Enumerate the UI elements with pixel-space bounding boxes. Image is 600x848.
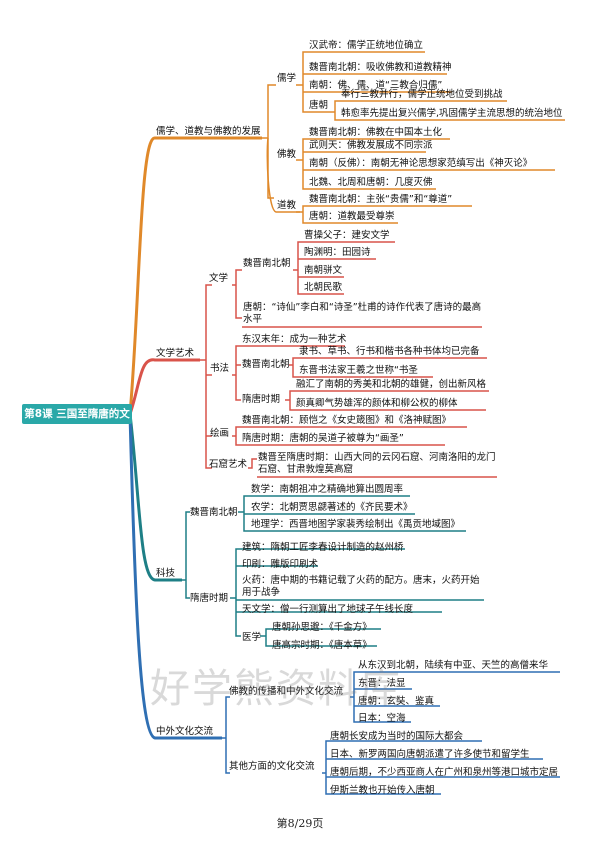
b3-yixue: 医学 (242, 632, 262, 643)
b4-other: 其他方面的文化交流 (229, 761, 315, 772)
b2-shufa-item: 东晋书法家王羲之世称“书圣 (299, 365, 418, 376)
b1-title: 儒学、道教与佛教的发展 (156, 126, 261, 137)
b1-ruxue-tang: 唐朝 (309, 100, 329, 111)
root-node: 第8课 三国至隋唐的文化 (22, 404, 132, 440)
page-footer: 第8/29页 (276, 817, 324, 830)
b3-wjnbc-item: 农学：北朝贾思勰著述的《齐民要术》 (251, 502, 413, 513)
b4-other-item: 伊斯兰教也开始传入唐朝 (330, 785, 435, 796)
b1-fojiao-item: 魏晋南北朝：佛教在中国本土化 (309, 127, 443, 138)
b2-wenxue-item: 北朝民歌 (304, 282, 343, 293)
b1-ruxue-item: 汉武帝：儒学正统地位确立 (309, 40, 424, 51)
b3-title: 科技 (156, 568, 176, 579)
b3-wjnbc-item: 地理学：西晋地图学家裴秀绘制出《禹贡地域图》 (251, 519, 461, 530)
b4-fojiao: 佛教的传播和中外文化交流 (229, 686, 344, 697)
b2-shiku: 石窟艺术 (209, 459, 248, 470)
link-root-b3 (128, 413, 182, 582)
b4-title: 中外文化交流 (156, 726, 214, 737)
b3-yixue-item: 唐朝孙思邈：《千金方》 (272, 622, 372, 633)
b4-fojiao-item: 从东汉到北朝，陆续有中亚、天竺的高僧来华 (358, 660, 549, 671)
link-root-b1 (128, 136, 262, 415)
b4-fojiao-item: 日本：空海 (358, 713, 406, 724)
b2-shufa-item: 隶书、草书、行书和楷书各种书体均已完备 (299, 346, 480, 357)
b2-wenxue: 文学 (209, 273, 229, 284)
b4-other-item: 唐朝长安成为当时的国际大都会 (330, 731, 464, 742)
b4-other-item: 日本、新罗两国向唐朝派遣了许多使节和留学生 (330, 749, 530, 760)
b4-other-item: 唐朝后期，不少西亚商人在广州和泉州等港口城市定居 (330, 767, 559, 778)
b1-ruxue: 儒学 (277, 73, 297, 84)
b1-daojiao-item: 魏晋南北朝：主张“贵儒”和“尊道” (309, 194, 453, 205)
link-root-b2 (128, 358, 200, 415)
b1-tang-item: 韩愈率先提出复兴儒学,巩固儒学主流思想的统治地位 (341, 108, 563, 119)
b2-shufa-item: 融汇了南朝的秀美和北朝的雄健，创出新风格 (296, 379, 487, 390)
b2-title: 文学艺术 (156, 348, 195, 359)
b2-huihua-item: 隋唐时期：唐朝的吴道子被尊为“画圣” (242, 433, 404, 444)
b1-ruxue-item: 南朝：佛、儒、道“三教合归儒” (309, 80, 443, 91)
link-root-b4 (128, 413, 222, 740)
b2-huihua-item: 魏晋南北朝：顾恺之《女史箴图》和《洛神赋图》 (242, 415, 452, 426)
b1-fojiao-item: 南朝（反佛）：南朝无神论思想家范缜写出《神灭论》 (309, 158, 533, 169)
b3-st-item: 印刷：雕版印刷术 (242, 559, 319, 570)
b3-wjnbc-item: 数学：南朝祖冲之精确地算出圆周率 (251, 484, 404, 495)
b3-st: 隋唐时期 (190, 593, 229, 604)
b2-shufa-dhmn: 东汉末年：成为一种艺术 (242, 334, 347, 345)
b2-shufa-item: 颜真卿气势雄浑的颜体和柳公权的柳体 (296, 398, 458, 409)
b2-shufa-wjnbc: 魏晋南北朝 (242, 359, 290, 370)
b1-daojiao: 道教 (277, 200, 297, 211)
b1-ruxue-item: 魏晋南北朝：吸收佛教和道教精神 (309, 62, 452, 73)
b3-wjnbc: 魏晋南北朝 (190, 507, 238, 518)
b2-shiku-text: 魏晋至隋唐时期：山西大同的云冈石窟、河南洛阳的龙门石窟、甘肃敦煌莫高窟 (258, 452, 496, 475)
b2-wenxue-wjnbc: 魏晋南北朝 (243, 258, 291, 269)
b3-st-item: 建筑：隋朝工匠李春设计制造的赵州桥 (242, 542, 404, 553)
b1-fojiao: 佛教 (277, 149, 297, 160)
b1-tang-item: 奉行三教并行，儒学正统地位受到挑战 (341, 89, 503, 100)
b3-st-item: 天文学：僧一行测算出了地球子午线长度 (242, 604, 414, 615)
b2-shufa: 书法 (210, 363, 230, 374)
b2-shufa-st: 隋唐时期 (242, 394, 281, 405)
b2-wenxue-item: 陶渊明：田园诗 (304, 247, 371, 258)
b2-wenxue-item: 南朝骈文 (304, 265, 343, 276)
b4-fojiao-item: 东晋：法显 (358, 678, 406, 689)
b3-st-item: 火药：唐中期的书籍记载了火药的配方。唐末，火药开始用于战争 (242, 575, 480, 598)
b4-fojiao-item: 唐朝：玄奘、鉴真 (358, 696, 435, 707)
b2-wenxue-item: 曹操父子：建安文学 (304, 230, 390, 241)
b2-wenxue-tang: 唐朝：“诗仙”李白和“诗圣”杜甫的诗作代表了唐诗的最高水平 (243, 302, 482, 325)
b1-daojiao-item: 唐朝：道教最受尊崇 (309, 211, 395, 222)
b1-fojiao-item: 武则天：佛教发展成不同宗派 (309, 140, 433, 151)
b1-fojiao-item: 北魏、北周和唐朝：几度灭佛 (309, 177, 433, 188)
b2-huihua: 绘画 (210, 428, 230, 439)
b3-yixue-item: 唐高宗时期：《唐本草》 (272, 640, 372, 651)
